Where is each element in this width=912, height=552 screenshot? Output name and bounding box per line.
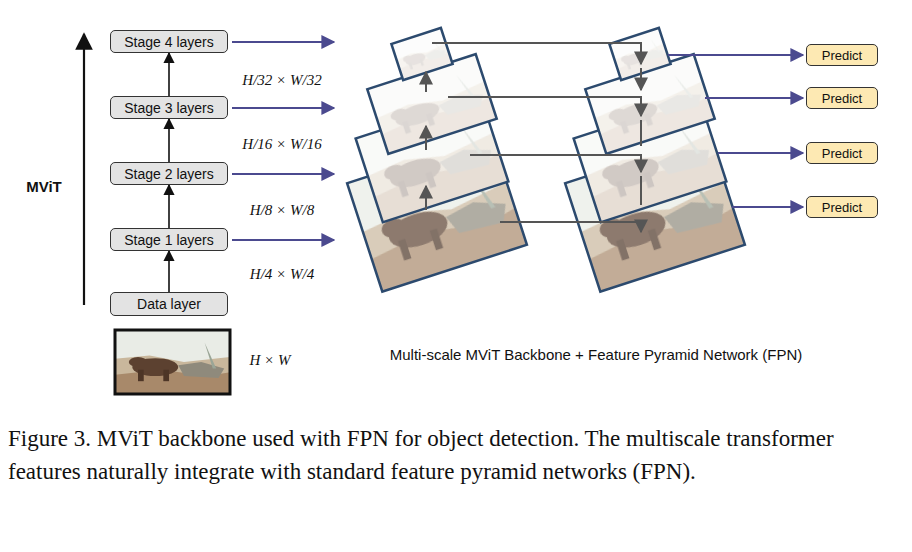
resolution-label: H/8 × W/8 — [250, 202, 314, 219]
box-label: Stage 1 layers — [124, 232, 214, 248]
box-label: Predict — [822, 48, 862, 63]
backbone-name: MViT — [26, 178, 62, 195]
input-image — [115, 330, 230, 394]
stage-box: Stage 2 layers — [110, 162, 228, 185]
box-label: Data layer — [137, 296, 201, 312]
flow-arrow — [168, 251, 170, 292]
predict-box: Predict — [806, 196, 878, 218]
box-label: Stage 4 layers — [124, 34, 214, 50]
flow-arrow — [168, 185, 170, 228]
backbone-pyramid — [347, 28, 527, 292]
feature-arrow — [232, 41, 334, 43]
predict-box: Predict — [806, 142, 878, 164]
stage-box: Stage 1 layers — [110, 228, 228, 251]
stage-box: Stage 4 layers — [110, 30, 228, 53]
flow-arrow — [168, 53, 170, 96]
feature-arrow — [232, 173, 334, 175]
lateral-connections — [432, 43, 641, 232]
stage-box: Stage 3 layers — [110, 96, 228, 119]
fpn-pyramid — [565, 28, 745, 292]
feature-map — [391, 28, 452, 80]
resolution-label: H × W — [250, 352, 291, 369]
box-label: Stage 2 layers — [124, 166, 214, 182]
predict-arrows — [668, 55, 803, 207]
box-label: Predict — [822, 91, 862, 106]
box-label: Predict — [822, 200, 862, 215]
feature-arrow — [232, 107, 334, 109]
box-label: Predict — [822, 146, 862, 161]
resolution-label: H/16 × W/16 — [242, 136, 321, 153]
upsample-arrows — [425, 72, 427, 210]
predict-box: Predict — [806, 87, 878, 109]
resolution-label: H/4 × W/4 — [250, 266, 314, 283]
figure-caption: Figure 3. MViT backbone used with FPN fo… — [8, 422, 892, 488]
data-box: Data layer — [110, 292, 228, 316]
resolution-label: H/32 × W/32 — [242, 72, 321, 89]
figure-subtitle: Multi-scale MViT Backbone + Feature Pyra… — [390, 346, 803, 363]
box-label: Stage 3 layers — [124, 100, 214, 116]
flow-arrow — [168, 119, 170, 162]
stage-output-arrows — [232, 42, 334, 240]
predict-box: Predict — [806, 44, 878, 66]
hierarchy-arrow — [83, 34, 85, 305]
feature-arrow — [232, 239, 334, 241]
